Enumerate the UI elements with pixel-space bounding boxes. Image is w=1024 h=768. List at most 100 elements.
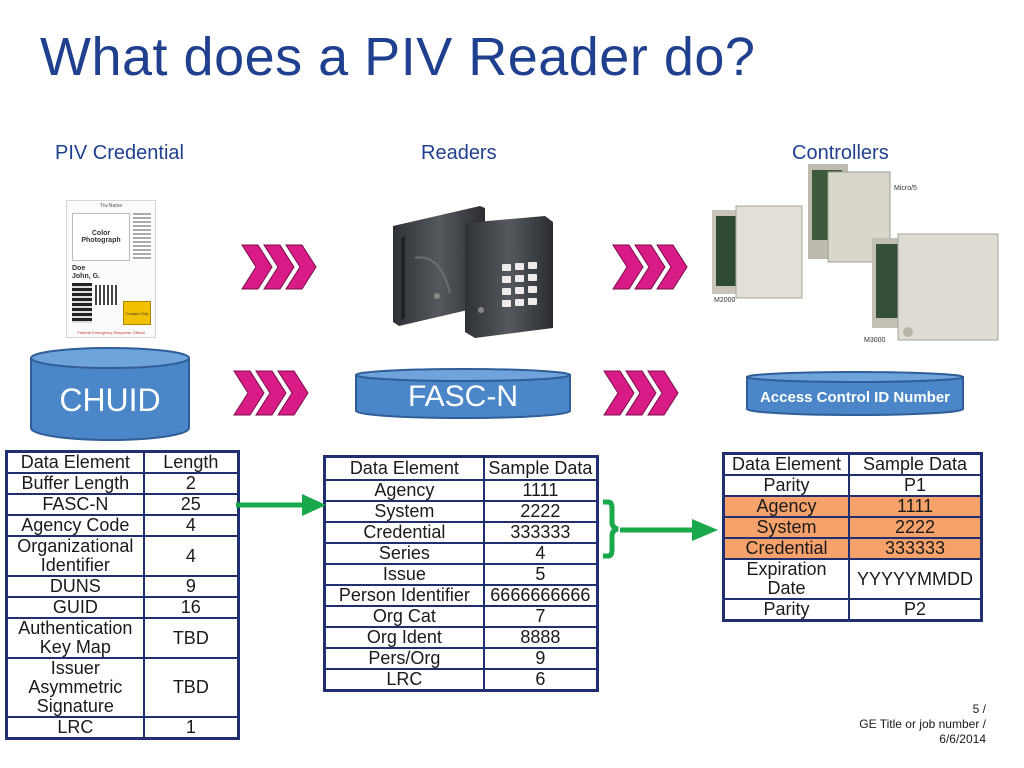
table-cell: 4 — [482, 542, 599, 565]
chuid-label: CHUID — [59, 382, 161, 418]
table-cell: 4 — [142, 514, 240, 537]
table-cell: P1 — [848, 474, 983, 497]
table-cell: Org Cat — [323, 605, 485, 628]
table-cell: 333333 — [848, 537, 983, 560]
table-cell: Organizational Identifier — [5, 535, 145, 577]
table-cell: 25 — [142, 493, 240, 516]
card-footer-text: Federal Emergency Response Official — [77, 330, 145, 335]
m2000-label: M2000 — [714, 297, 736, 304]
card-contact-chip: Contact Chip — [123, 301, 151, 325]
piv-credential-label: PIV Credential — [55, 142, 184, 164]
table-cell: TBD — [142, 617, 240, 659]
chevron-right-icon — [612, 244, 688, 290]
card-header-text: Tru-Name — [99, 203, 123, 209]
table-cell: 1111 — [848, 495, 983, 518]
chevron-right-icon — [241, 244, 317, 290]
table-header-cell: Data Element — [5, 450, 145, 474]
table-cell: 333333 — [482, 521, 599, 544]
table-header-cell: Sample Data — [482, 455, 599, 481]
table-cell: Buffer Length — [5, 472, 145, 495]
chevron-right-icon — [603, 370, 679, 416]
table-header-cell: Sample Data — [848, 452, 983, 476]
chevron-right-icon — [233, 370, 309, 416]
table-cell: P2 — [848, 598, 983, 622]
table-cell: System — [722, 516, 851, 539]
table-cell: LRC — [323, 668, 485, 692]
table-cell: TBD — [142, 657, 240, 718]
slide-footer: 5 / GE Title or job number / 6/6/2014 — [859, 702, 986, 747]
table-cell: Credential — [722, 537, 851, 560]
table-cell: FASC-N — [5, 493, 145, 516]
table-header-cell: Data Element — [722, 452, 851, 476]
table-cell: 6666666666 — [482, 584, 599, 607]
m3000-label: M3000 — [864, 337, 886, 344]
table-cell: Parity — [722, 598, 851, 622]
card-pattern — [95, 285, 117, 305]
table-cell: Person Identifier — [323, 584, 485, 607]
table-cell: 2 — [142, 472, 240, 495]
table-cell: 6 — [482, 668, 599, 692]
table-header-cell: Length — [142, 450, 240, 474]
table-cell: 9 — [142, 575, 240, 598]
table-cell: Agency — [323, 479, 485, 502]
table-cell: 8888 — [482, 626, 599, 649]
table-cell: LRC — [5, 716, 145, 740]
access-control-label: Access Control ID Number — [759, 389, 951, 406]
table-cell: 5 — [482, 563, 599, 586]
table-cell: Authentication Key Map — [5, 617, 145, 659]
fascn-label: FASC-N — [407, 380, 518, 413]
slide-date: 6/6/2014 — [939, 732, 986, 746]
table-cell: Org Ident — [323, 626, 485, 649]
table-cell: Credential — [323, 521, 485, 544]
access-control-cylinder — [746, 371, 964, 416]
chuid-cylinder — [30, 347, 190, 441]
table-cell: 9 — [482, 647, 599, 670]
table-cell: GUID — [5, 596, 145, 619]
brace-icon — [603, 499, 619, 559]
table-cell: 2222 — [848, 516, 983, 539]
job-number: GE Title or job number / — [859, 717, 986, 731]
table-cell: 2222 — [482, 500, 599, 523]
fascn-cylinder — [355, 368, 571, 419]
table-cell: 1 — [142, 716, 240, 740]
table-header-cell: Data Element — [323, 455, 485, 481]
table-cell: 16 — [142, 596, 240, 619]
table-cell: Series — [323, 542, 485, 565]
table-cell: 7 — [482, 605, 599, 628]
card-readers-image — [393, 206, 553, 338]
card-photo-placeholder: Color Photograph — [72, 213, 130, 261]
table-cell: YYYYYMMDD — [848, 558, 983, 600]
card-barcode — [72, 283, 92, 323]
arrow-right-icon — [236, 494, 326, 516]
table-cell: Issue — [323, 563, 485, 586]
table-cell: Agency Code — [5, 514, 145, 537]
controllers-label: Controllers — [792, 142, 889, 164]
arrow-right-icon — [620, 519, 718, 541]
table-cell: 1111 — [482, 479, 599, 502]
card-name-line1: Doe — [72, 265, 86, 272]
table-cell: DUNS — [5, 575, 145, 598]
